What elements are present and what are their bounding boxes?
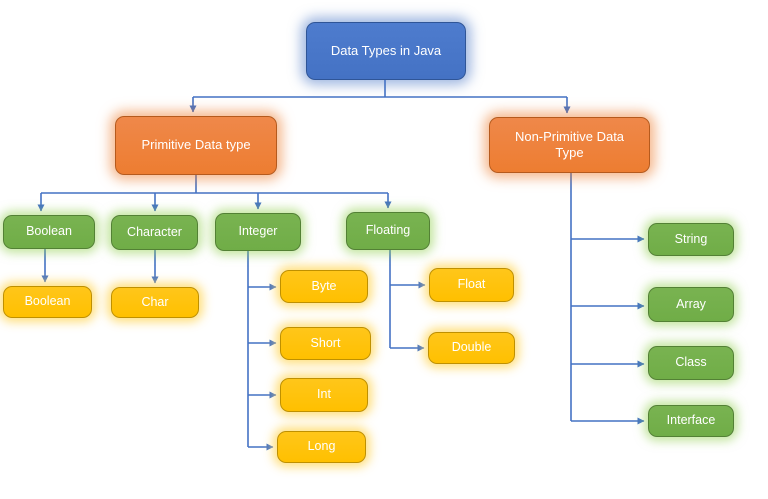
node-interface: Interface: [648, 405, 734, 437]
node-boolean-type: Boolean: [3, 286, 92, 318]
node-primitive: Primitive Data type: [115, 116, 277, 175]
node-double: Double: [428, 332, 515, 364]
node-int: Int: [280, 378, 368, 412]
node-data-types-root: Data Types in Java: [306, 22, 466, 80]
node-array: Array: [648, 287, 734, 322]
node-short: Short: [280, 327, 371, 360]
node-long: Long: [277, 431, 366, 463]
node-boolean-category: Boolean: [3, 215, 95, 249]
node-byte: Byte: [280, 270, 368, 303]
node-floating: Floating: [346, 212, 430, 250]
node-character: Character: [111, 215, 198, 250]
node-class: Class: [648, 346, 734, 380]
node-string: String: [648, 223, 734, 256]
node-char: Char: [111, 287, 199, 318]
node-float: Float: [429, 268, 514, 302]
node-non-primitive: Non-Primitive Data Type: [489, 117, 650, 173]
node-integer: Integer: [215, 213, 301, 251]
